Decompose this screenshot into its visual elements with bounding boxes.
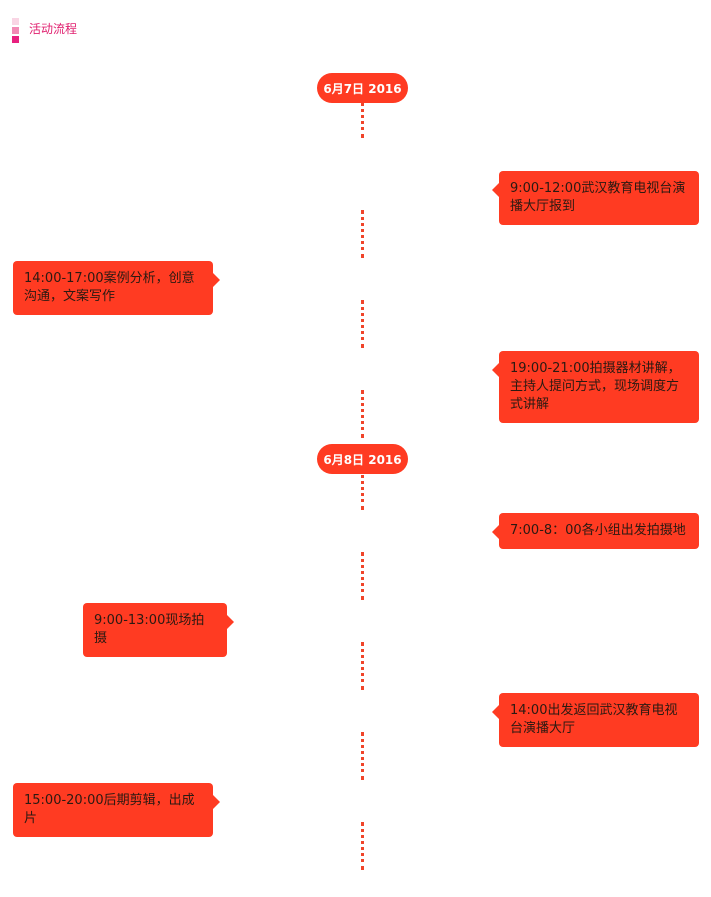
timeline-connector — [361, 462, 367, 510]
timeline-event: 15:00-20:00后期剪辑，出成片 — [13, 783, 220, 837]
timeline-connector — [361, 552, 367, 600]
timeline-connector — [361, 390, 367, 438]
timeline-event: 19:00-21:00拍摄器材讲解，主持人提问方式，现场调度方式讲解 — [492, 351, 699, 423]
date-badge: 6月8日 2016 — [317, 444, 408, 474]
timeline-event: 7:00-8：00各小组出发拍摄地 — [492, 513, 699, 549]
section-title: 活动流程 — [29, 22, 78, 36]
timeline-event: 9:00-13:00现场拍摄 — [83, 603, 234, 657]
timeline-connector — [361, 300, 367, 348]
timeline-event: 9:00-12:00武汉教育电视台演播大厅报到 — [492, 171, 699, 225]
timeline-connector — [361, 90, 367, 138]
date-badge: 6月7日 2016 — [317, 73, 408, 103]
stacked-squares-icon — [12, 17, 20, 43]
timeline-connector — [361, 642, 367, 690]
timeline-connector — [361, 822, 367, 870]
timeline-connector — [361, 210, 367, 258]
timeline-event: 14:00出发返回武汉教育电视台演播大厅 — [492, 693, 699, 747]
section-header: 活动流程 — [12, 16, 77, 44]
timeline-event: 14:00-17:00案例分析，创意沟通，文案写作 — [13, 261, 220, 315]
timeline-connector — [361, 732, 367, 780]
